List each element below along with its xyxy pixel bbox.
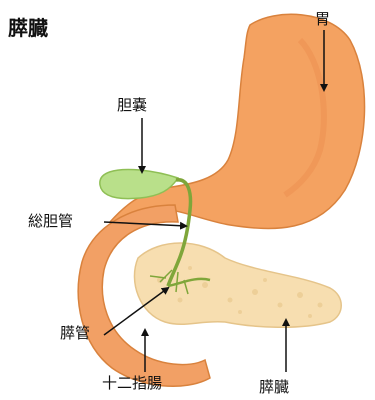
pancreatic-duct-label: 膵管 bbox=[60, 324, 90, 342]
diagram-title: 膵臓 bbox=[8, 16, 48, 40]
common-bile-duct-label: 総胆管 bbox=[28, 212, 73, 230]
stomach-label: 胃 bbox=[315, 10, 330, 28]
pancreas-label: 膵臓 bbox=[259, 378, 289, 396]
gallbladder-label: 胆嚢 bbox=[117, 96, 147, 114]
duodenum-label: 十二指腸 bbox=[102, 374, 162, 392]
